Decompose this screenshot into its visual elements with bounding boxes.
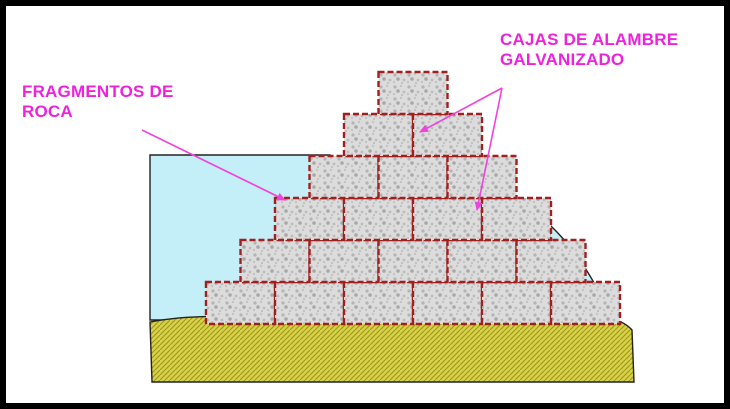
gabion-box <box>308 238 380 284</box>
gabion-box <box>342 280 415 326</box>
gabion-box <box>411 280 484 326</box>
rock-fragments-label-line1: FRAGMENTOS DE <box>22 82 174 101</box>
gabion-box <box>480 196 553 242</box>
arrow-wire-box-side <box>474 87 503 211</box>
wire-boxes-label-line2: GALVANIZADO <box>500 50 625 69</box>
gabion-box <box>480 280 553 326</box>
gabion-stack <box>204 70 622 326</box>
gabion-box <box>446 154 518 200</box>
rock-fragments-label: FRAGMENTOS DE ROCA <box>22 82 174 122</box>
gabion-box <box>342 112 415 158</box>
gabion-box <box>549 280 622 326</box>
gabion-box <box>308 154 380 200</box>
gabion-box <box>446 238 518 284</box>
arrow-rock-fragments <box>141 129 286 201</box>
rock-fragments-label-line2: ROCA <box>22 102 73 121</box>
wire-boxes-label: CAJAS DE ALAMBRE GALVANIZADO <box>500 30 678 70</box>
gabion-box <box>377 154 449 200</box>
gabion-box <box>377 238 449 284</box>
wire-boxes-label-line1: CAJAS DE ALAMBRE <box>500 30 679 49</box>
gabion-box <box>239 238 311 284</box>
gabion-box <box>273 280 346 326</box>
gabion-box <box>342 196 415 242</box>
arrow-wire-box-top <box>419 87 503 133</box>
gabion-box <box>515 238 587 284</box>
gabion-box <box>377 70 449 116</box>
gabion-box <box>273 196 346 242</box>
gabion-box <box>204 280 277 326</box>
gabion-box <box>411 196 484 242</box>
gabion-box <box>411 112 484 158</box>
